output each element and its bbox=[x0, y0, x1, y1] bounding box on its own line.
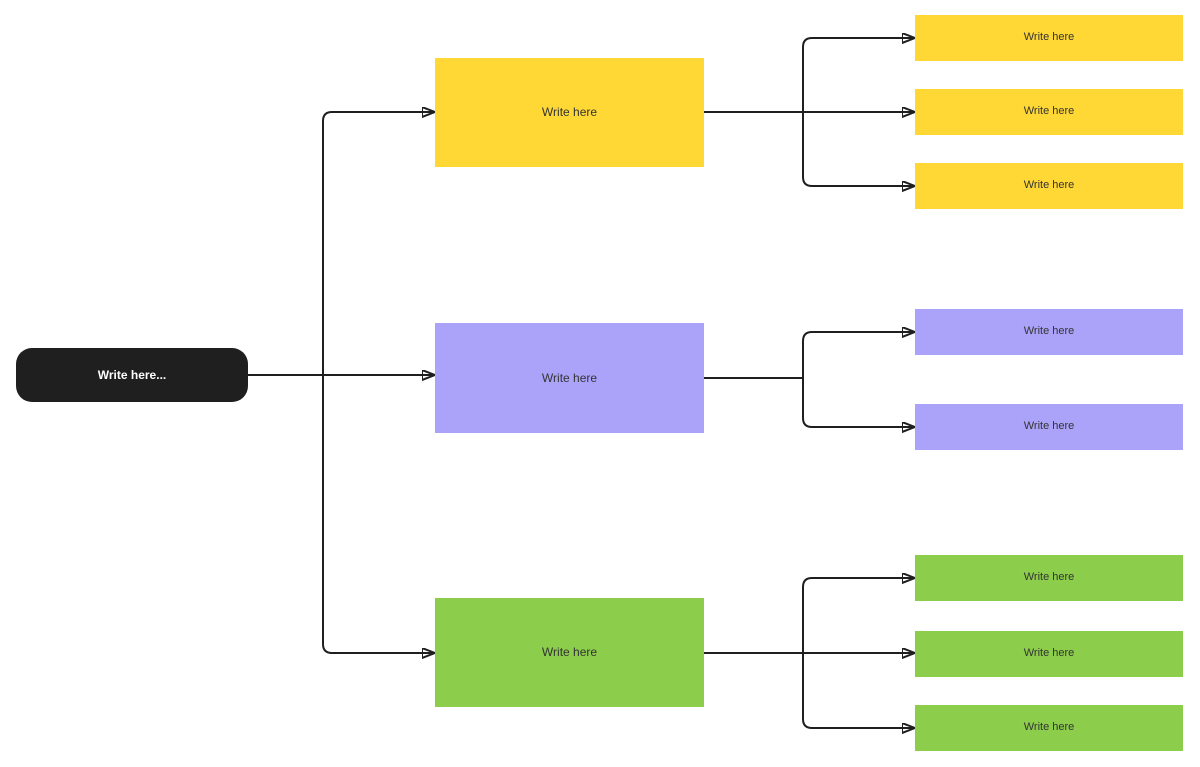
middle-branch-child-2[interactable]: Write here bbox=[915, 404, 1183, 450]
middle-branch-child-1[interactable]: Write here bbox=[915, 309, 1183, 355]
bottom-branch-node[interactable]: Write here bbox=[435, 598, 704, 707]
connector-bottom-branch-to-child-1 bbox=[802, 578, 915, 653]
top-branch-child-2-label: Write here bbox=[1023, 105, 1075, 118]
top-branch-child-2[interactable]: Write here bbox=[915, 89, 1183, 135]
bottom-branch-child-1[interactable]: Write here bbox=[915, 555, 1183, 601]
connector-middle-branch-to-child-1 bbox=[802, 332, 915, 378]
top-branch-node[interactable]: Write here bbox=[435, 58, 704, 167]
connector-bottom-branch-to-child-3 bbox=[802, 653, 915, 728]
bottom-branch-child-1-label: Write here bbox=[1023, 571, 1075, 584]
connector-middle-branch-to-child-2 bbox=[802, 378, 915, 427]
top-branch-child-3[interactable]: Write here bbox=[915, 163, 1183, 209]
middle-branch-label: Write here bbox=[541, 370, 598, 385]
top-branch-child-1-label: Write here bbox=[1023, 31, 1075, 44]
connector-root-to-bottom-branch bbox=[322, 375, 435, 653]
top-branch-child-3-label: Write here bbox=[1023, 179, 1075, 192]
middle-branch-child-1-label: Write here bbox=[1023, 325, 1075, 338]
root-node[interactable]: Write here... bbox=[16, 348, 248, 402]
root-node-label: Write here... bbox=[97, 367, 167, 382]
connector-root-to-top-branch bbox=[322, 112, 435, 375]
middle-branch-node[interactable]: Write here bbox=[435, 323, 704, 433]
connector-top-branch-to-child-1 bbox=[802, 38, 915, 112]
bottom-branch-child-3-label: Write here bbox=[1023, 721, 1075, 734]
bottom-branch-child-2[interactable]: Write here bbox=[915, 631, 1183, 677]
bottom-branch-label: Write here bbox=[541, 645, 598, 660]
bottom-branch-child-3[interactable]: Write here bbox=[915, 705, 1183, 751]
middle-branch-child-2-label: Write here bbox=[1023, 420, 1075, 433]
bottom-branch-child-2-label: Write here bbox=[1023, 647, 1075, 660]
top-branch-label: Write here bbox=[541, 105, 598, 120]
connector-top-branch-to-child-3 bbox=[802, 112, 915, 186]
top-branch-child-1[interactable]: Write here bbox=[915, 15, 1183, 61]
